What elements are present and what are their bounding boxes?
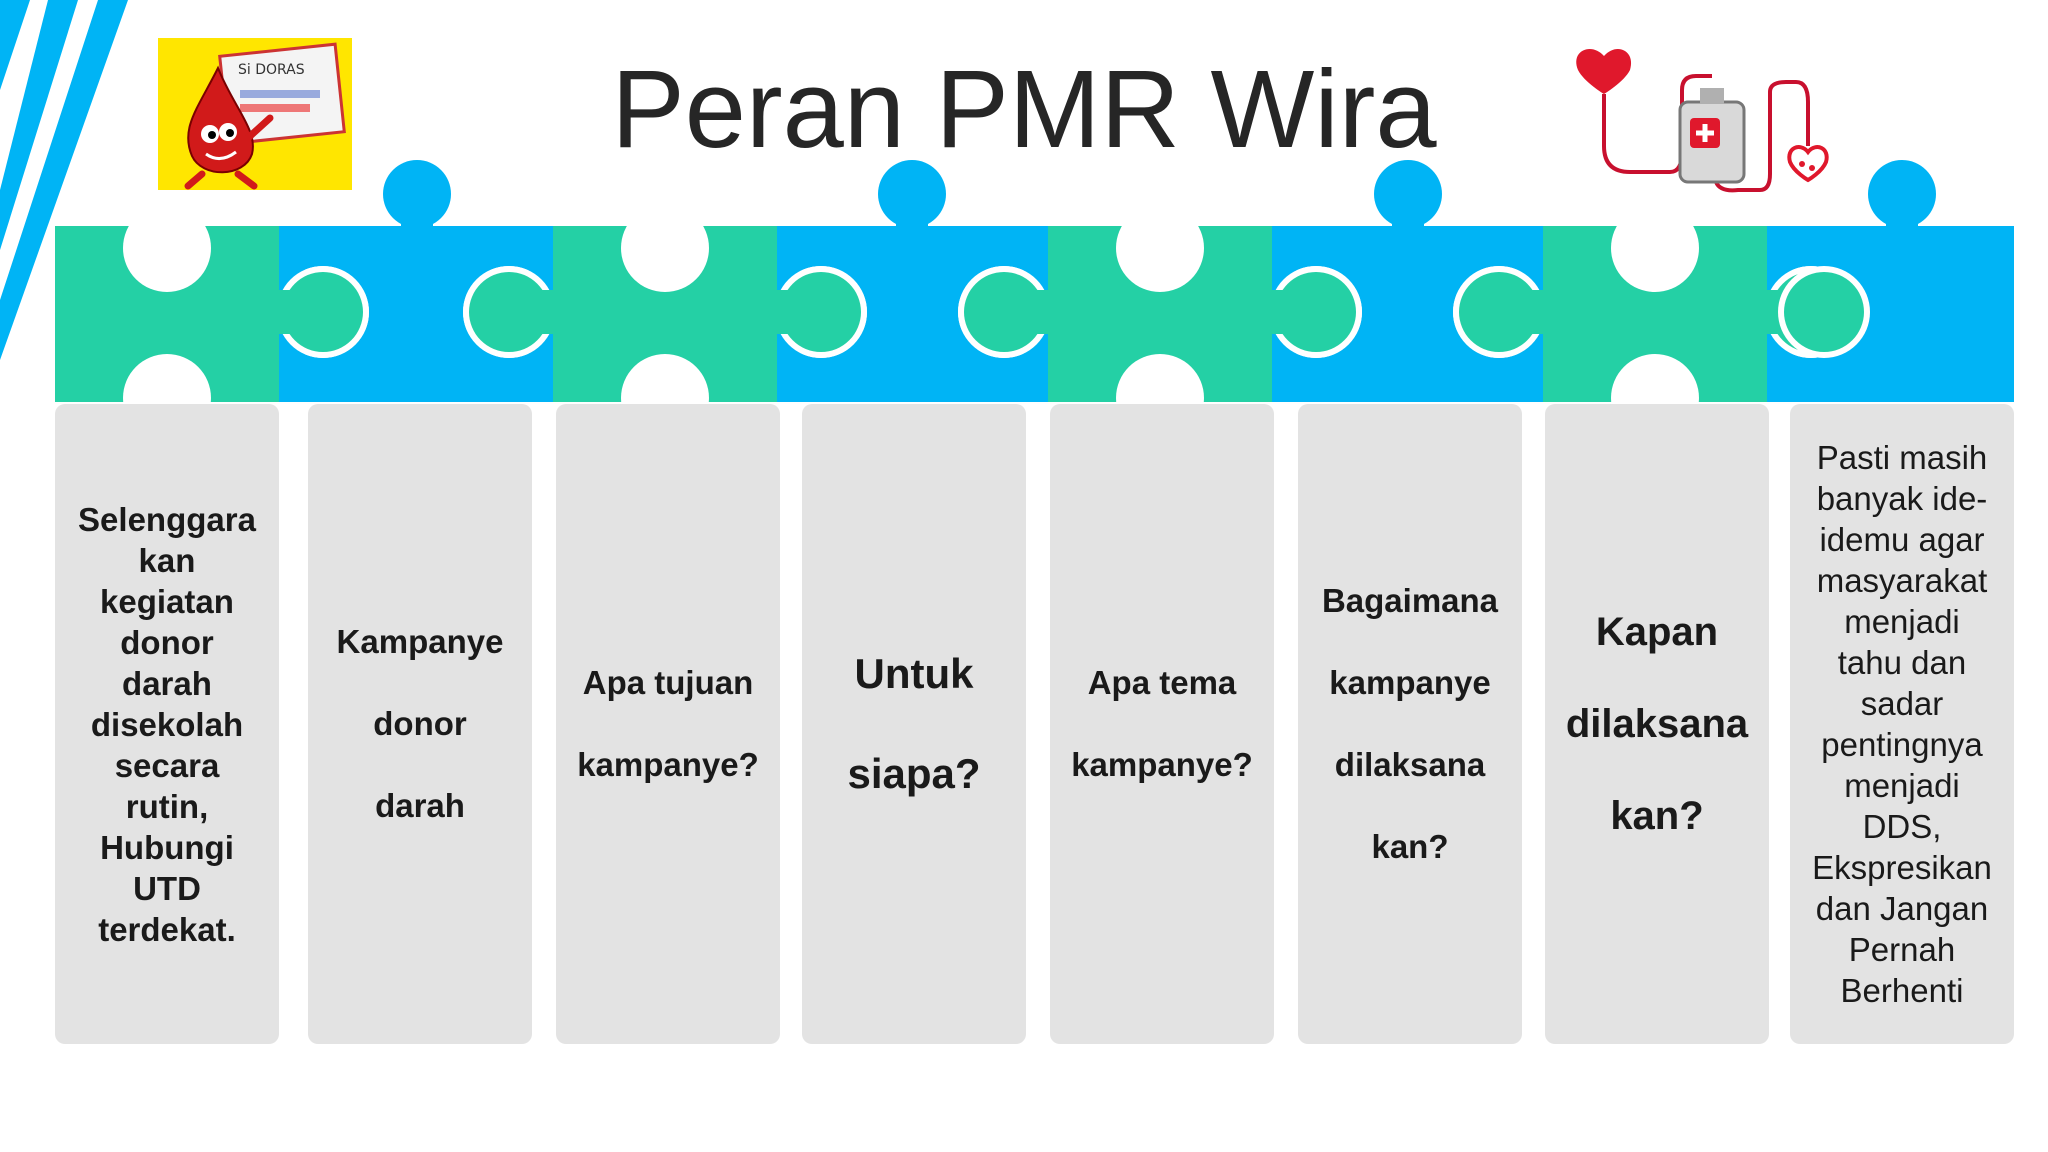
- puzzle-knob-side: [283, 272, 363, 352]
- card-1-text: Selenggara kan kegiatan donor darah dise…: [78, 500, 256, 948]
- card-4: Untuk siapa?: [802, 404, 1026, 1044]
- puzzle-hole-bottom: [123, 354, 211, 420]
- puzzle-hole-top: [123, 204, 211, 292]
- puzzle-knob-neck: [1030, 290, 1050, 334]
- puzzle-knob-top: [878, 160, 946, 228]
- puzzle-knob-neck: [775, 290, 795, 334]
- card-3: Apa tujuan kampanye?: [556, 404, 780, 1044]
- puzzle-knob-side: [1459, 272, 1539, 352]
- card-1: Selenggara kan kegiatan donor darah dise…: [55, 404, 279, 1044]
- logo-caption: Si DORAS: [238, 62, 305, 78]
- card-8-text: Pasti masih banyak ide- idemu agar masya…: [1812, 439, 1992, 1009]
- puzzle-hole-top: [621, 204, 709, 292]
- puzzle-knob-top: [383, 160, 451, 228]
- puzzle-knob-side: [1784, 272, 1864, 352]
- puzzle-hole-top: [1611, 204, 1699, 292]
- puzzle-knob-side: [964, 272, 1044, 352]
- mascot-logo: Si DORAS: [158, 38, 352, 190]
- card-8: Pasti masih banyak ide- idemu agar masya…: [1790, 404, 2014, 1044]
- card-5-text: Apa tema kampanye?: [1071, 664, 1253, 783]
- puzzle-hole-bottom: [1116, 354, 1204, 420]
- puzzle-hole-bottom: [621, 354, 709, 420]
- card-5: Apa tema kampanye?: [1050, 404, 1274, 1044]
- card-7: Kapan dilaksana kan?: [1545, 404, 1769, 1044]
- card-2-text: Kampanye donor darah: [336, 623, 504, 824]
- blood-bag-heart-icon: [1576, 48, 1829, 193]
- corner-stripes: [0, 0, 128, 360]
- page-title: Peran PMR Wira: [611, 48, 1437, 171]
- puzzle-row: [55, 160, 2014, 420]
- puzzle-knob-neck: [1270, 290, 1290, 334]
- card-4-text: Untuk siapa?: [847, 650, 981, 797]
- puzzle-hole-top: [1116, 204, 1204, 292]
- puzzle-knob-neck: [1525, 290, 1545, 334]
- puzzle-knob-side: [1276, 272, 1356, 352]
- puzzle-hole-bottom: [1611, 354, 1699, 420]
- puzzle-knob-side: [469, 272, 549, 352]
- card-2: Kampanye donor darah: [308, 404, 532, 1044]
- puzzle-knob-neck: [277, 290, 297, 334]
- puzzle-knob-top: [1374, 160, 1442, 228]
- card-6-text: Bagaimana kampanye dilaksana kan?: [1321, 582, 1499, 865]
- puzzle-knob-neck: [535, 290, 555, 334]
- blood-drop-mascot-icon: Si DORAS: [158, 38, 352, 190]
- card-6: Bagaimana kampanye dilaksana kan?: [1298, 404, 1522, 1044]
- card-7-text: Kapan dilaksana kan?: [1565, 610, 1749, 838]
- blood-donation-logo: [1570, 42, 1850, 202]
- puzzle-knob-top: [1868, 160, 1936, 228]
- puzzle-knob-side: [781, 272, 861, 352]
- card-3-text: Apa tujuan kampanye?: [577, 664, 759, 783]
